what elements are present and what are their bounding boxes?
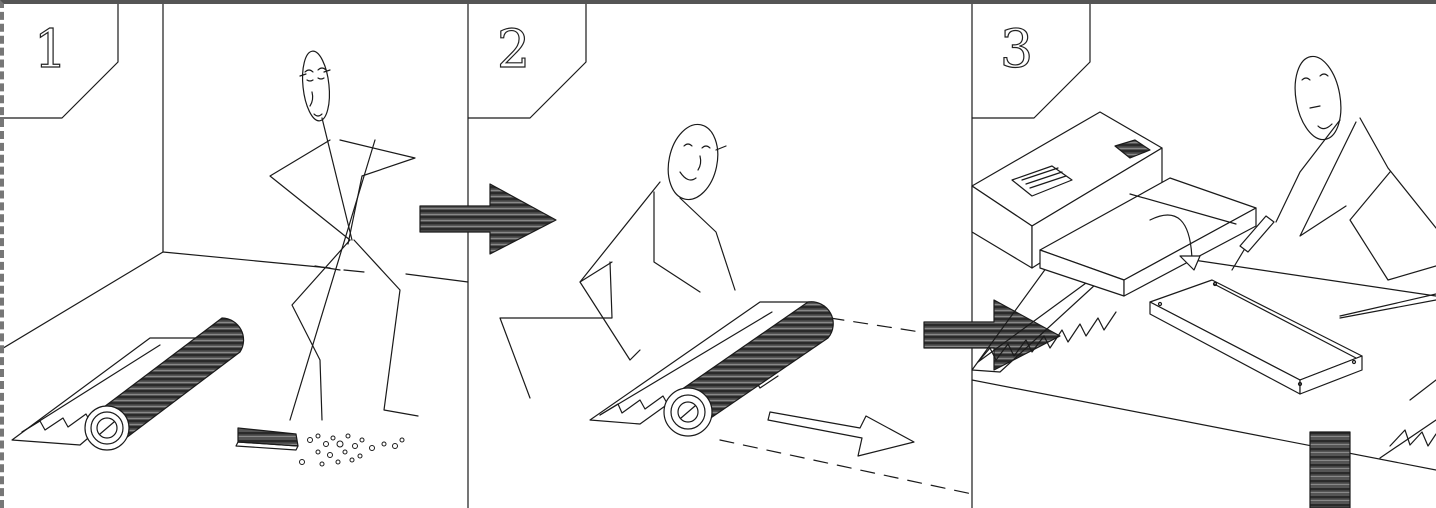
head-2	[662, 120, 725, 204]
broom-handle	[290, 140, 375, 420]
step-3-number: 3	[1000, 24, 1033, 76]
step-1-number: 1	[34, 24, 67, 76]
floor-back-line	[163, 252, 330, 268]
arrow-step-1-to-2	[420, 184, 556, 254]
panel-3	[972, 0, 1436, 508]
step-2-number: 2	[497, 24, 530, 76]
floor-plank	[1150, 280, 1362, 394]
head	[299, 50, 332, 122]
arrow-step-3-partial	[1310, 432, 1350, 508]
debris	[300, 434, 405, 466]
guide-line-bottom	[720, 440, 972, 494]
roll-direction-arrow	[768, 412, 914, 456]
head-3	[1289, 53, 1347, 143]
person-kneeling	[1276, 53, 1436, 316]
floor-back-line-2	[406, 274, 468, 282]
panel-1	[0, 0, 468, 466]
person-crouching	[500, 120, 735, 398]
person-sweeping	[270, 50, 418, 420]
panel-2	[468, 0, 972, 494]
floor-left-line	[0, 252, 163, 350]
broom-head	[236, 428, 298, 450]
floor-line-front	[972, 380, 1436, 470]
